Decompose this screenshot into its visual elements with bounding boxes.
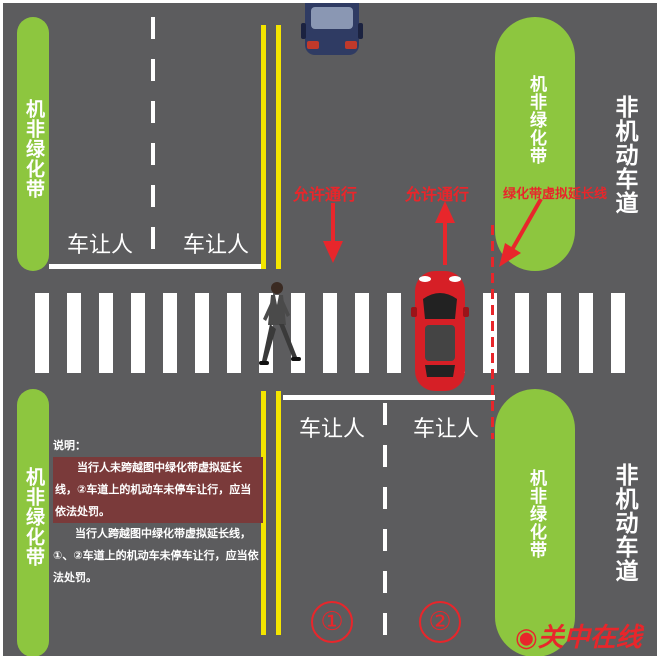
green-belt-label-top-right: 机非绿化带 — [526, 75, 546, 165]
yield-label-top-2: 车让人 — [183, 233, 250, 258]
green-belt-bottom-right — [495, 389, 575, 656]
arrow-up-icon — [435, 201, 455, 265]
zebra-stripe — [611, 293, 625, 373]
watermark-logo: ◉关中在线 — [515, 617, 642, 654]
car-red — [411, 271, 469, 391]
non-motor-lane-label-bottom: 非机动车道 — [611, 463, 637, 583]
lane-number-2: ② — [419, 601, 461, 643]
stop-line-bottom — [283, 395, 495, 400]
yellow-line-bottom-2 — [276, 391, 281, 635]
car-top — [301, 3, 363, 55]
yield-label-bottom-1: 车让人 — [299, 417, 366, 442]
green-belt-label-bottom-left: 机非绿化带 — [23, 467, 45, 567]
zebra-stripe — [387, 293, 401, 373]
green-belt-bottom-left — [17, 389, 49, 656]
note-paragraph-2: 当行人跨越图中绿化带虚拟延长线，①、②车道上的机动车未停车让行，应当依法处罚。 — [53, 527, 259, 584]
lane-number-1: ① — [311, 601, 353, 643]
note-paragraph-1: 当行人未跨越图中绿化带虚拟延长线，②车道上的机动车未停车让行，应当依法处罚。 — [53, 457, 263, 523]
arrow-down-icon — [323, 203, 343, 263]
watermark-text: 关中在线 — [537, 623, 642, 653]
yield-label-bottom-2: 车让人 — [413, 417, 480, 442]
zebra-stripe — [483, 293, 497, 373]
yield-label-top-1: 车让人 — [67, 233, 134, 258]
zebra-stripe — [323, 293, 337, 373]
explanation-note: 说明： 当行人未跨越图中绿化带虚拟延长线，②车道上的机动车未停车让行，应当依法处… — [53, 435, 263, 589]
green-belt-top-left — [17, 17, 49, 271]
zebra-stripe — [547, 293, 561, 373]
zebra-stripe — [515, 293, 529, 373]
yellow-line-top-2 — [276, 25, 281, 269]
lane-divider-top — [151, 17, 155, 269]
green-belt-label-bottom-right: 机非绿化带 — [526, 469, 546, 559]
watermark-swirl-icon: ◉ — [515, 623, 538, 653]
allow-pass-label-1: 允许通行 — [293, 185, 358, 204]
arrow-diagonal-icon — [499, 198, 543, 267]
green-belt-top-right — [495, 17, 575, 271]
green-belt-extension-label: 绿化带虚拟延长线 — [503, 187, 608, 202]
lane-divider-bottom — [383, 403, 387, 647]
green-belt-label-top-left: 机非绿化带 — [23, 99, 45, 199]
allow-pass-label-2: 允许通行 — [405, 185, 470, 204]
yellow-line-top-1 — [261, 25, 266, 269]
note-title: 说明： — [53, 439, 86, 452]
non-motor-lane-label-top: 非机动车道 — [611, 95, 637, 215]
stop-line-top — [49, 264, 261, 269]
zebra-stripe — [99, 293, 113, 373]
zebra-stripe — [355, 293, 369, 373]
zebra-stripe — [67, 293, 81, 373]
zebra-stripe — [163, 293, 177, 373]
pedestrian-icon — [259, 282, 301, 365]
green-belt-virtual-extension-line — [491, 225, 494, 439]
zebra-stripe — [227, 293, 241, 373]
zebra-stripe — [35, 293, 49, 373]
zebra-stripe — [579, 293, 593, 373]
zebra-stripe — [195, 293, 209, 373]
zebra-stripe — [131, 293, 145, 373]
yellow-line-bottom-1 — [261, 391, 266, 635]
